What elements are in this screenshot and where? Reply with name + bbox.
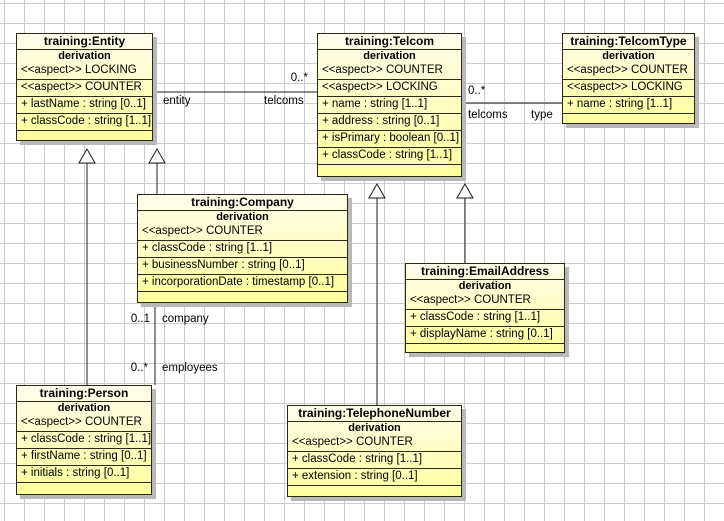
class-feature[interactable]: + extension : string [0..1]	[288, 469, 461, 486]
class-feature[interactable]: + initials : string [0..1]	[17, 466, 151, 483]
generalization-telephonenumber-telcom[interactable]	[368, 182, 386, 405]
class-title[interactable]: training:Person	[17, 386, 151, 402]
class-feature[interactable]: <<aspect>> LOCKING	[563, 80, 694, 97]
class-training-emailaddress[interactable]: training:EmailAddress derivation <<aspec…	[405, 263, 565, 353]
class-feature[interactable]: + displayName : string [0..1]	[406, 327, 564, 344]
multiplicity-label-type[interactable]: 0..*	[468, 85, 486, 97]
role-label-telcoms[interactable]: telcoms	[264, 95, 304, 107]
generalization-person-entity[interactable]	[78, 147, 96, 385]
class-title[interactable]: training:TelephoneNumber	[288, 406, 461, 422]
class-title[interactable]: training:TelcomType	[563, 34, 694, 50]
class-derivation[interactable]: derivation	[458, 280, 512, 292]
class-derivation[interactable]: derivation	[348, 422, 401, 434]
class-title[interactable]: training:Entity	[17, 34, 152, 50]
class-feature[interactable]: + firstName : string [0..1]	[17, 449, 151, 466]
class-feature[interactable]: + lastName : string [0..1]	[17, 97, 152, 114]
class-feature[interactable]: <<aspect>> COUNTER	[318, 63, 461, 80]
class-feature[interactable]: <<aspect>> COUNTER	[406, 293, 564, 310]
multiplicity-label-company[interactable]: 0..1	[130, 313, 150, 325]
class-feature[interactable]: + isPrimary : boolean [0..1]	[318, 131, 461, 148]
class-feature[interactable]: + address : string [0..1]	[318, 114, 461, 131]
class-title[interactable]: training:EmailAddress	[406, 264, 564, 280]
class-feature[interactable]: + classCode : string [1..1]	[288, 452, 461, 469]
class-feature[interactable]: <<aspect>> LOCKING	[17, 63, 152, 80]
class-feature[interactable]: <<aspect>> COUNTER	[563, 63, 694, 80]
class-feature[interactable]: + classCode : string [1..1]	[17, 114, 152, 131]
multiplicity-label-employees[interactable]: 0..*	[130, 362, 148, 374]
class-feature[interactable]: + classCode : string [1..1]	[138, 241, 347, 258]
class-training-entity[interactable]: training:Entity derivation <<aspect>> LO…	[16, 33, 153, 141]
class-feature[interactable]: + classCode : string [1..1]	[406, 310, 564, 327]
class-derivation[interactable]: derivation	[57, 402, 111, 414]
class-title[interactable]: training:Company	[138, 195, 347, 211]
role-label-company[interactable]: company	[162, 313, 209, 325]
class-derivation[interactable]: derivation	[58, 50, 111, 62]
class-feature[interactable]: + name : string [1..1]	[563, 97, 694, 114]
generalization-emailaddress-telcom[interactable]	[456, 182, 474, 263]
class-training-telcomtype[interactable]: training:TelcomType derivation <<aspect>…	[562, 33, 695, 124]
class-training-telcom[interactable]: training:Telcom derivation <<aspect>> CO…	[317, 33, 462, 177]
class-training-person[interactable]: training:Person derivation <<aspect>> CO…	[16, 385, 152, 495]
class-feature[interactable]: <<aspect>> COUNTER	[288, 435, 461, 452]
class-derivation[interactable]: derivation	[216, 211, 269, 223]
role-label-entity[interactable]: entity	[163, 95, 191, 107]
role-label-type[interactable]: type	[531, 109, 553, 121]
multiplicity-label-telcoms[interactable]: 0..*	[290, 72, 308, 84]
hollow-triangle-icon	[368, 182, 386, 199]
class-feature[interactable]: + businessNumber : string [0..1]	[138, 258, 347, 275]
hollow-triangle-icon	[148, 147, 166, 164]
class-training-company[interactable]: training:Company derivation <<aspect>> C…	[137, 194, 348, 303]
class-feature[interactable]: + incorporationDate : timestamp [0..1]	[138, 275, 347, 292]
class-feature[interactable]: <<aspect>> COUNTER	[138, 224, 347, 241]
role-label-employees[interactable]: employees	[162, 362, 218, 374]
class-derivation[interactable]: derivation	[602, 50, 655, 62]
class-feature[interactable]: <<aspect>> COUNTER	[17, 415, 151, 432]
hollow-triangle-icon	[456, 182, 474, 199]
class-feature[interactable]: + classCode : string [1..1]	[17, 432, 151, 449]
generalization-company-entity[interactable]	[148, 147, 166, 194]
class-training-telephonenumber[interactable]: training:TelephoneNumber derivation <<as…	[287, 405, 462, 497]
class-feature[interactable]: <<aspect>> COUNTER	[17, 80, 152, 97]
class-feature[interactable]: + classCode : string [1..1]	[318, 148, 461, 165]
class-derivation[interactable]: derivation	[363, 50, 416, 62]
class-feature[interactable]: <<aspect>> LOCKING	[318, 80, 461, 97]
role-label-telcoms-2[interactable]: telcoms	[468, 109, 508, 121]
class-feature[interactable]: + name : string [1..1]	[318, 97, 461, 114]
class-title[interactable]: training:Telcom	[318, 34, 461, 50]
hollow-triangle-icon	[78, 147, 96, 164]
